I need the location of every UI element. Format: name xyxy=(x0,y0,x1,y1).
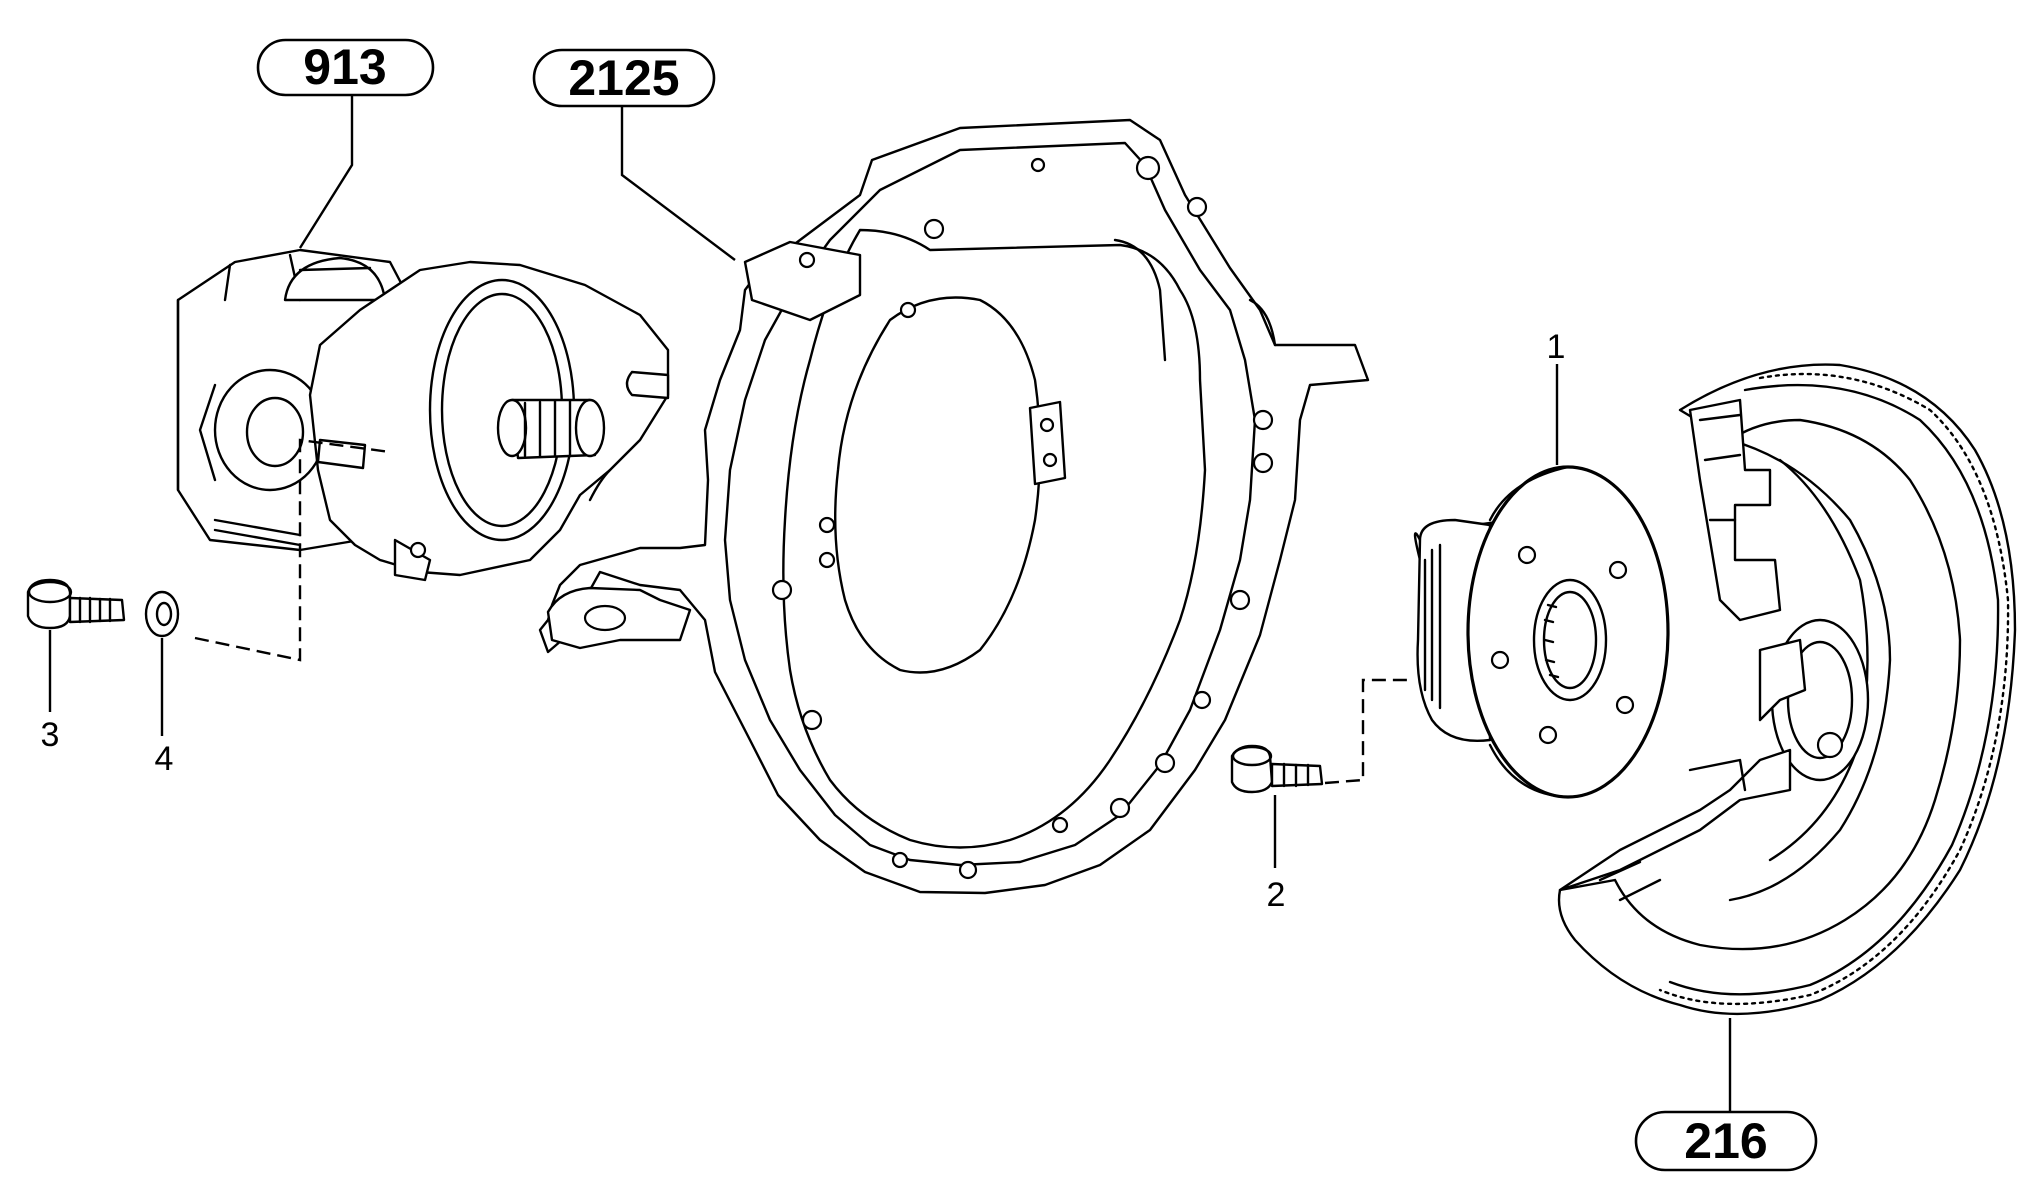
item-number-3: 3 xyxy=(41,716,60,754)
hydraulic-pump xyxy=(176,248,670,582)
leader-913 xyxy=(298,95,354,249)
bell-housing xyxy=(538,118,1370,895)
hub-cap-screw xyxy=(1230,744,1324,794)
callout-913: 913 xyxy=(256,38,435,97)
hub-assembly-line xyxy=(1324,678,1410,785)
housing-bolt-holes xyxy=(771,155,1274,880)
callout-2125-label: 2125 xyxy=(568,50,679,106)
pump-washer xyxy=(144,590,180,638)
leader-2125 xyxy=(620,104,736,261)
callout-216: 216 xyxy=(1634,1110,1818,1172)
pump-cap-screw xyxy=(26,578,126,630)
callout-913-label: 913 xyxy=(303,39,386,95)
pump-assembly-line xyxy=(194,438,391,662)
callout-2125: 2125 xyxy=(532,48,716,108)
flywheel-with-ring-gear xyxy=(1557,363,2017,1016)
item-number-1: 1 xyxy=(1547,328,1566,366)
item-number-4: 4 xyxy=(155,740,174,778)
item-number-2: 2 xyxy=(1267,876,1286,914)
callout-216-label: 216 xyxy=(1684,1113,1767,1169)
drive-hub xyxy=(1413,465,1670,799)
